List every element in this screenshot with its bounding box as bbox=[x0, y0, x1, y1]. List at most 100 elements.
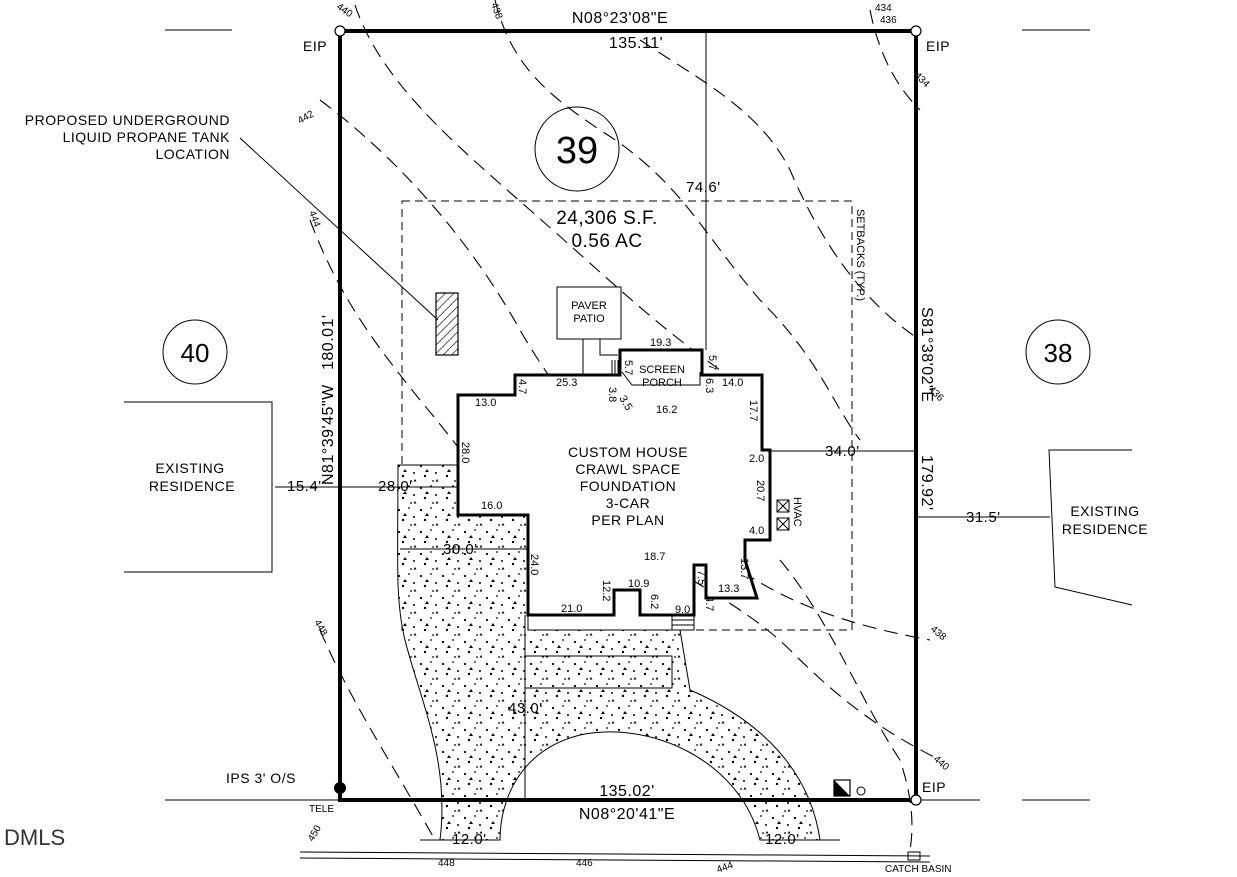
setback-line bbox=[401, 200, 853, 631]
svg-text:448: 448 bbox=[438, 858, 455, 869]
dim-front: 74.6' bbox=[686, 179, 721, 196]
svg-text:16.2: 16.2 bbox=[656, 404, 677, 416]
svg-text:18.7: 18.7 bbox=[644, 551, 665, 563]
svg-text:442: 442 bbox=[296, 109, 316, 127]
house-label-4: 3-CAR bbox=[606, 495, 651, 511]
dim-drive: 30.0' bbox=[443, 541, 478, 558]
propane-tank bbox=[435, 292, 459, 356]
svg-text:4.7: 4.7 bbox=[516, 379, 528, 394]
dim-left-house: 28.0' bbox=[378, 478, 413, 495]
bottom-bearing: N08°20'41"E bbox=[579, 806, 675, 823]
right-residence-outline bbox=[1048, 449, 1133, 606]
porch-label-1: SCREEN bbox=[639, 364, 685, 376]
svg-text:13.0: 13.0 bbox=[475, 397, 496, 409]
dim-apron-right: 12.0' bbox=[765, 831, 800, 848]
left-length: 180.01' bbox=[320, 315, 337, 371]
svg-text:19.3: 19.3 bbox=[650, 337, 671, 349]
top-length: 135.11' bbox=[609, 35, 663, 52]
dim-apron-left: 12.0' bbox=[452, 831, 487, 848]
house-dimensions: 19.3 5.7 5.7 25.3 3.8 3.5 6.3 14.0 16.2 … bbox=[459, 337, 766, 616]
svg-text:5.7: 5.7 bbox=[622, 360, 634, 375]
dim-right-res: 31.5' bbox=[966, 509, 1001, 526]
patio-label-1: PAVER bbox=[571, 300, 607, 312]
svg-text:13.3: 13.3 bbox=[718, 583, 739, 595]
svg-text:20.7: 20.7 bbox=[754, 480, 766, 501]
watermark: DMLS bbox=[4, 825, 65, 850]
lot-area-sf: 24,306 S.F. bbox=[556, 208, 658, 229]
lot-circle-38 bbox=[1025, 319, 1091, 385]
hvac-label: HVAC bbox=[791, 497, 803, 527]
svg-text:4.7: 4.7 bbox=[703, 596, 715, 611]
bottom-length: 135.02' bbox=[599, 783, 655, 800]
left-bearing: N81°39'45"W bbox=[320, 384, 337, 485]
setbacks-label: SETBACKS (TYP.) bbox=[854, 209, 866, 301]
svg-text:5.7: 5.7 bbox=[706, 355, 718, 370]
svg-text:21.0: 21.0 bbox=[561, 603, 582, 615]
svg-text:12.2: 12.2 bbox=[600, 580, 612, 601]
house-label-1: CUSTOM HOUSE bbox=[568, 444, 688, 460]
dim-left-res: 15.4' bbox=[287, 478, 322, 495]
svg-text:4.0: 4.0 bbox=[749, 525, 764, 537]
house-label-5: PER PLAN bbox=[591, 512, 664, 528]
driveway bbox=[397, 464, 821, 841]
hvac-units bbox=[776, 499, 790, 531]
svg-text:440: 440 bbox=[931, 754, 951, 773]
top-bearing: N08°23'08"E bbox=[572, 10, 668, 27]
svg-text:438: 438 bbox=[928, 624, 948, 643]
svg-text:450: 450 bbox=[306, 823, 324, 843]
dim-right: 34.0' bbox=[825, 443, 860, 460]
lot-circle-40 bbox=[162, 319, 228, 385]
lot-area-ac: 0.56 AC bbox=[571, 231, 642, 252]
house-label-3: FOUNDATION bbox=[580, 478, 677, 494]
tank-note-line-1: PROPOSED UNDERGROUND bbox=[25, 112, 230, 128]
right-lot-number: 38 bbox=[1044, 338, 1073, 368]
svg-text:16.0: 16.0 bbox=[481, 500, 502, 512]
svg-text:434: 434 bbox=[875, 3, 892, 14]
eip-top-left: EIP bbox=[303, 38, 327, 54]
svg-text:438: 438 bbox=[488, 1, 504, 21]
svg-text:6.3: 6.3 bbox=[703, 378, 715, 393]
front-steps bbox=[671, 614, 695, 631]
svg-text:446: 446 bbox=[576, 858, 593, 869]
porch-label-2: PORCH bbox=[642, 377, 682, 389]
right-length: 179.92' bbox=[918, 455, 935, 511]
paver-patio bbox=[556, 286, 622, 340]
svg-text:10.9: 10.9 bbox=[628, 578, 649, 590]
dimension-lines bbox=[275, 33, 1050, 841]
right-residence-2: RESIDENCE bbox=[1062, 521, 1148, 537]
corner-pins bbox=[334, 25, 922, 806]
right-residence-1: EXISTING bbox=[1070, 503, 1139, 519]
svg-text:24.0: 24.0 bbox=[528, 554, 540, 575]
svg-text:436: 436 bbox=[880, 15, 897, 26]
svg-text:440: 440 bbox=[334, 1, 354, 20]
catch-basin-label: CATCH BASIN bbox=[885, 864, 952, 875]
svg-text:17.7: 17.7 bbox=[747, 400, 759, 421]
svg-text:9.0: 9.0 bbox=[675, 604, 690, 616]
svg-text:6.2: 6.2 bbox=[648, 594, 660, 609]
tank-note-line-2: LIQUID PROPANE TANK bbox=[63, 129, 231, 145]
svg-text:25.3: 25.3 bbox=[556, 377, 577, 389]
house-footprint bbox=[456, 348, 772, 617]
left-residence-1: EXISTING bbox=[155, 460, 224, 476]
patio-steps bbox=[611, 360, 619, 375]
left-lot-number: 40 bbox=[181, 338, 210, 368]
tele-marker: TELE bbox=[309, 804, 334, 815]
catch-basin-symbol bbox=[833, 779, 921, 861]
svg-text:28.0: 28.0 bbox=[459, 442, 471, 463]
svg-text:448: 448 bbox=[311, 618, 329, 638]
svg-text:444: 444 bbox=[306, 209, 322, 229]
svg-text:2.0: 2.0 bbox=[749, 453, 764, 465]
svg-text:13.7: 13.7 bbox=[738, 558, 750, 579]
tank-note-line-3: LOCATION bbox=[155, 146, 230, 162]
lot-number: 39 bbox=[556, 130, 598, 172]
left-residence-2: RESIDENCE bbox=[149, 478, 235, 494]
house-label-2: CRAWL SPACE bbox=[575, 461, 680, 477]
lot-boundary bbox=[338, 29, 918, 802]
svg-text:3.8: 3.8 bbox=[606, 387, 618, 402]
svg-text:14.0: 14.0 bbox=[722, 377, 743, 389]
eip-top-right: EIP bbox=[926, 38, 950, 54]
svg-text:7.5: 7.5 bbox=[695, 570, 707, 585]
svg-text:444: 444 bbox=[715, 860, 735, 876]
patio-label-2: PATIO bbox=[573, 313, 605, 325]
